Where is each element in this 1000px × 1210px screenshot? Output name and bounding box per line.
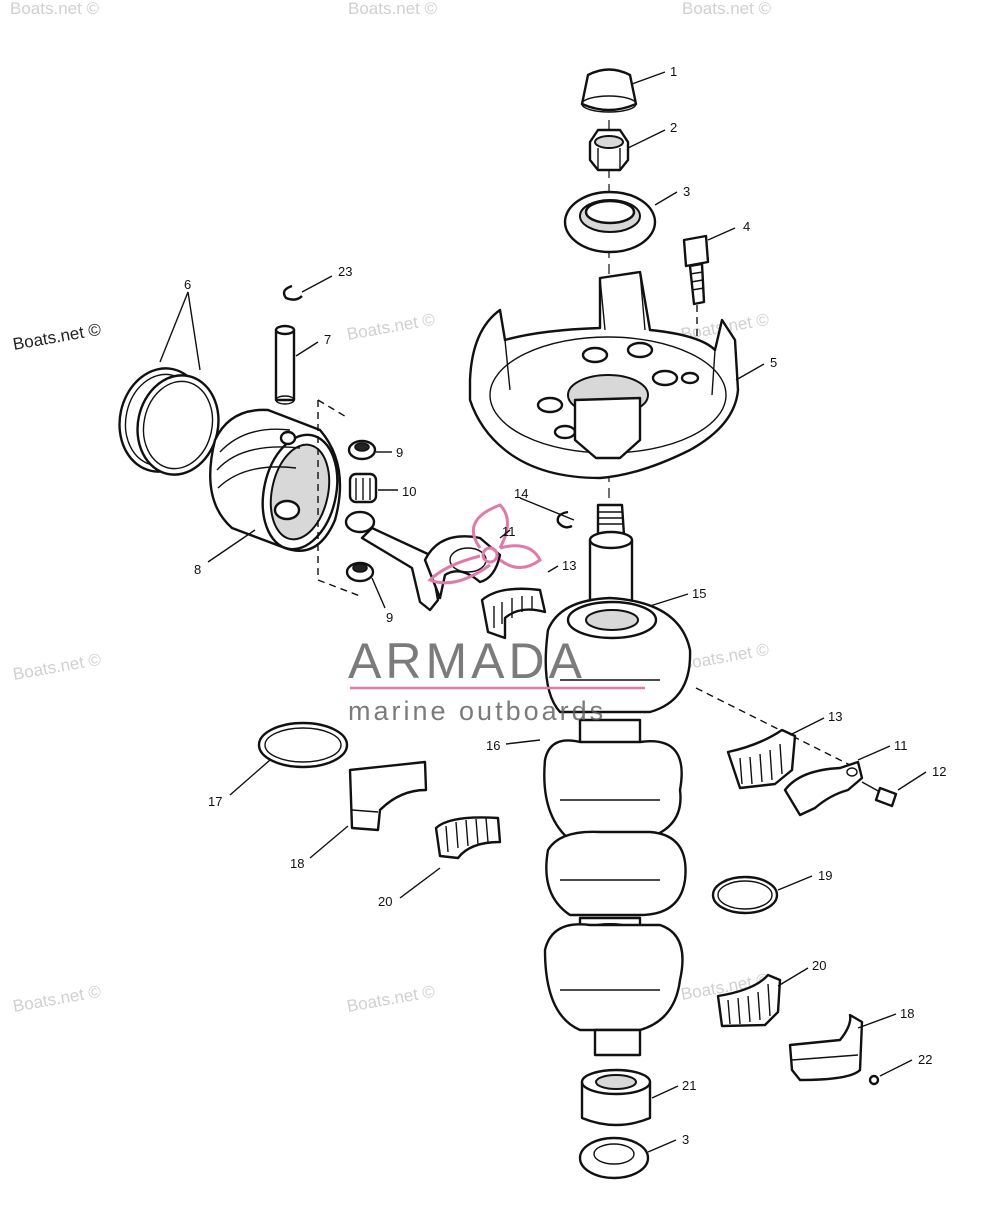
- part-10-needle-bearing: [348, 472, 378, 504]
- callout-23: 23: [338, 264, 352, 279]
- callout-6: 6: [184, 277, 191, 292]
- part-11-rod-cap: [783, 760, 864, 817]
- callout-20: 20: [378, 894, 392, 909]
- part-17-retaining-ring: [257, 721, 349, 769]
- callout-9b: 9: [386, 610, 393, 625]
- callout-11: 11: [502, 524, 516, 539]
- watermark: Boats.net ©: [345, 982, 436, 1016]
- callout-15: 15: [692, 586, 706, 601]
- assembly-bracket: [317, 399, 361, 597]
- callout-1: 1: [670, 64, 677, 79]
- part-21-bearing: [580, 1068, 652, 1127]
- part-12-bolt: [861, 781, 898, 808]
- callout-13b: 13: [828, 709, 842, 724]
- callout-4: 4: [743, 219, 750, 234]
- watermark: Boats.net ©: [679, 640, 770, 674]
- part-1-cap: [580, 68, 638, 113]
- watermark: Boats.net ©: [345, 310, 436, 344]
- part-9-washer-top: [347, 439, 377, 461]
- part-4-bolt: [682, 234, 710, 306]
- callout-3b: 3: [682, 1132, 689, 1147]
- callout-7: 7: [324, 332, 331, 347]
- part-20-cage-right: [716, 973, 782, 1028]
- part-8-piston: [209, 408, 342, 552]
- part-15-16-crankshaft: [543, 503, 692, 1057]
- part-7-pin: [274, 324, 296, 405]
- callout-9: 9: [396, 445, 403, 460]
- part-20-cage-left: [434, 816, 502, 860]
- callout-labels: 1 2 3 4 5 6 7 8 9 9 10 11 11 12 13 13 14…: [184, 64, 946, 1147]
- rod-guide-line: [695, 687, 851, 766]
- watermark: Boats.net ©: [10, 0, 100, 18]
- part-18-bearing-right: [788, 1013, 864, 1082]
- part-5-housing: [468, 270, 740, 480]
- callout-3: 3: [683, 184, 690, 199]
- part-22-pin: [868, 1074, 880, 1086]
- callout-14: 14: [514, 486, 528, 501]
- propeller-icon: [427, 503, 542, 585]
- callout-17: 17: [208, 794, 222, 809]
- callout-13: 13: [562, 558, 576, 573]
- part-19-ring: [711, 875, 779, 915]
- callout-22: 22: [918, 1052, 932, 1067]
- watermark: Boats.net ©: [11, 982, 102, 1016]
- callout-8: 8: [194, 562, 201, 577]
- part-23-ring: [282, 284, 303, 301]
- part-13-cage-upper: [480, 587, 547, 640]
- part-6-rings: [118, 367, 220, 476]
- watermark: Boats.net ©: [11, 650, 102, 684]
- part-11-connecting-rod: [344, 510, 502, 612]
- callout-18: 18: [290, 856, 304, 871]
- callout-5: 5: [770, 355, 777, 370]
- callout-2: 2: [670, 120, 677, 135]
- callout-20b: 20: [812, 958, 826, 973]
- part-9-washer-bottom: [345, 561, 375, 583]
- part-18-bearing-left: [348, 760, 428, 832]
- callout-12: 12: [932, 764, 946, 779]
- brand-name: ARMADA: [348, 633, 586, 689]
- part-3-seal-top: [563, 190, 657, 254]
- callout-10: 10: [402, 484, 416, 499]
- callout-16: 16: [486, 738, 500, 753]
- part-13-cage-right: [726, 728, 797, 790]
- callout-18b: 18: [900, 1006, 914, 1021]
- brand-logo: ARMADA marine outboards: [348, 503, 645, 726]
- watermark: Boats.net ©: [682, 0, 772, 18]
- callout-11b: 11: [894, 738, 908, 753]
- leader-lines: [159, 71, 927, 1153]
- callout-19: 19: [818, 868, 832, 883]
- watermark: Boats.net ©: [348, 0, 438, 18]
- callout-21: 21: [682, 1078, 696, 1093]
- brand-tagline: marine outboards: [348, 696, 606, 726]
- part-2-nut: [588, 128, 630, 172]
- watermark: Boats.net ©: [11, 320, 102, 354]
- part-14-clip: [556, 510, 573, 529]
- part-3-seal-bottom: [578, 1136, 650, 1180]
